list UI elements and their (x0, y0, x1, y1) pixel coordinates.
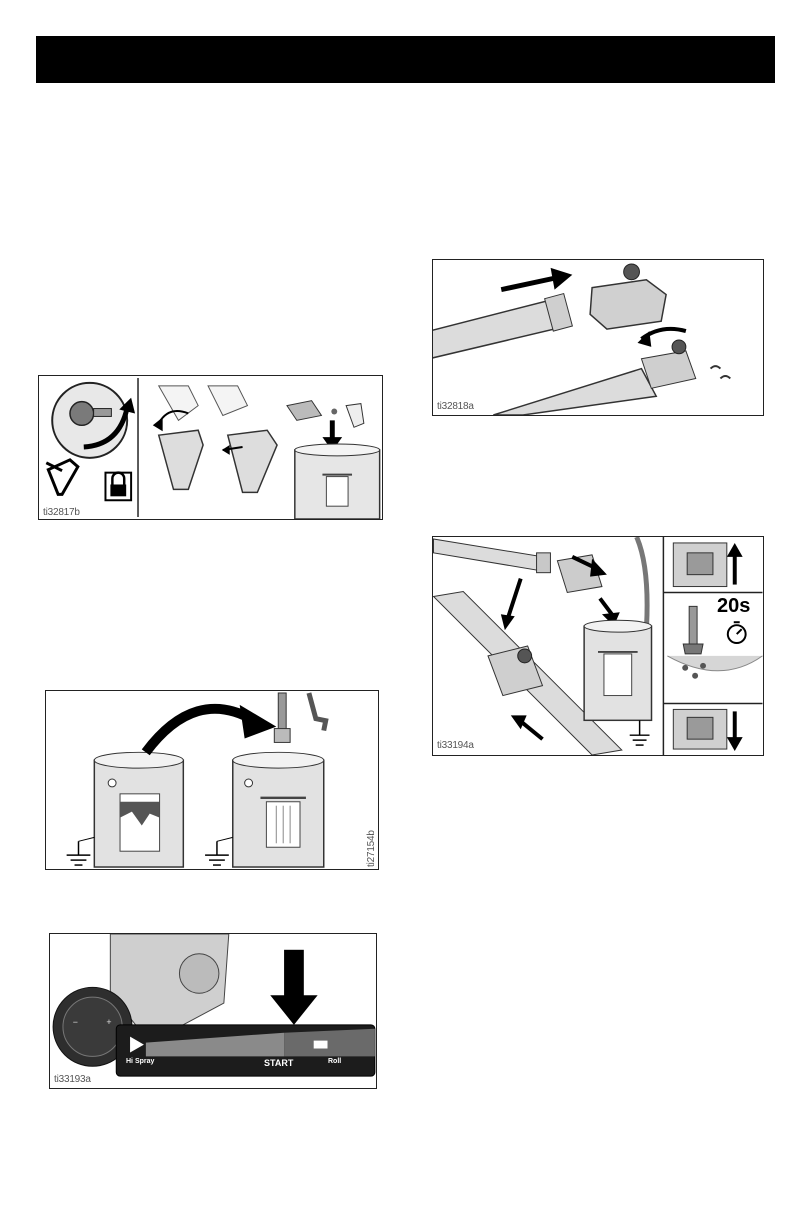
stopwatch-icon (728, 625, 746, 643)
svg-text:−: − (73, 1017, 78, 1027)
figure-flush-drain: 20s ti33194a (432, 536, 764, 756)
svg-text:+: + (106, 1017, 111, 1027)
figure-id-label: ti32817b (43, 507, 80, 518)
hose-end-upper (433, 299, 562, 358)
pail-transfer-illustration (46, 691, 378, 869)
up-arrow (727, 543, 743, 557)
down-arrow (727, 737, 743, 751)
ball-valve (590, 280, 666, 329)
ground-symbol (630, 720, 650, 745)
lock-lever (94, 409, 112, 417)
spray-label: Hi Spray (126, 1058, 154, 1065)
figure-id-label: ti33194a (437, 740, 474, 751)
figure-pail-transfer: ti27154b (45, 690, 379, 870)
drain-valve-nozzle (689, 606, 697, 646)
trash-icon (604, 654, 632, 696)
valve-assembly (641, 351, 695, 389)
section-header-bar (36, 36, 775, 83)
figure-pressure-knob: − + Hi Spray START Roll ti33193a (49, 933, 377, 1089)
gun-tip-holder (287, 401, 322, 421)
spray-gun (309, 693, 326, 731)
drain-tube (637, 537, 647, 626)
hose-lower (493, 369, 656, 415)
valve-body (488, 646, 543, 696)
start-label: START (264, 1058, 293, 1068)
trash-icon (326, 477, 348, 507)
trigger-lock-knob (70, 402, 94, 426)
gun-lock-illustration (39, 376, 382, 519)
down-arrow (501, 614, 515, 630)
hand-right (208, 386, 247, 416)
drip-marks (711, 366, 721, 368)
figure-id-label: ti33193a (54, 1074, 91, 1085)
roll-label: Roll (328, 1058, 341, 1065)
flush-drain-illustration (433, 537, 763, 755)
ground-symbol-right (205, 837, 233, 865)
spray-gun-1 (159, 430, 203, 489)
down-arrow (270, 995, 317, 1025)
ground-symbol-left (67, 837, 95, 865)
right-arrow (551, 268, 573, 290)
hose-connect-illustration (433, 260, 763, 415)
drain-hose (278, 693, 286, 733)
hose-top (434, 539, 543, 571)
transfer-arrow (146, 709, 255, 753)
figure-hose-connect: ti32818a (432, 259, 764, 416)
spray-gun-2 (228, 430, 277, 492)
timer-label: 20s (717, 595, 750, 618)
valve-handle (624, 264, 640, 280)
figure-id-label: ti27154b (366, 830, 377, 867)
figure-gun-lock: ti32817b (38, 375, 383, 520)
spray-tip (346, 404, 364, 428)
figure-id-label: ti32818a (437, 401, 474, 412)
